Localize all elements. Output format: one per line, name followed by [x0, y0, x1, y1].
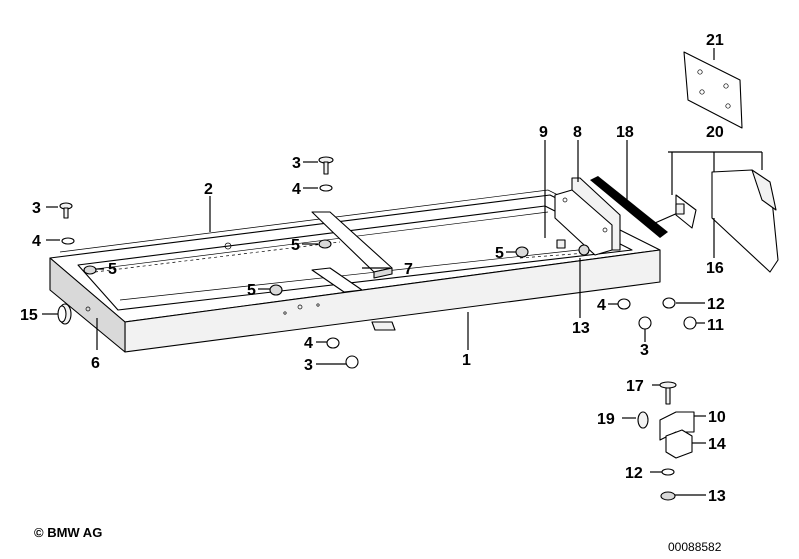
- callout-6: 6: [91, 355, 100, 372]
- cover-plate: [683, 51, 743, 129]
- callout-9: 9: [539, 124, 548, 141]
- seal-strip: [590, 176, 668, 238]
- callout-13-right: 13: [572, 320, 590, 337]
- callout-5-middle: 5: [291, 237, 300, 254]
- callout-3-right: 3: [640, 342, 649, 359]
- bracket-assembly: [637, 381, 695, 501]
- callout-17: 17: [626, 378, 644, 395]
- cross-member: [311, 211, 393, 293]
- diagram-number: 00088582: [668, 540, 722, 554]
- callout-labels: 21 9 8 18 20 3 4 2 3 4 5 16 5 7 5 5 4 12…: [20, 32, 726, 505]
- callout-18: 18: [616, 124, 634, 141]
- callout-3-front: 3: [304, 357, 313, 374]
- callout-16: 16: [706, 260, 724, 277]
- fasteners: [59, 156, 697, 369]
- callout-5-right: 5: [495, 245, 504, 262]
- callout-3-middle: 3: [292, 155, 301, 172]
- callout-7: 7: [404, 261, 413, 278]
- callout-4-middle: 4: [292, 181, 301, 198]
- callout-10: 10: [708, 409, 726, 426]
- callout-4-right: 4: [597, 297, 606, 314]
- copyright-label: © BMW AG: [34, 525, 103, 540]
- callout-3-left: 3: [32, 200, 41, 217]
- callout-5-front: 5: [247, 282, 256, 299]
- leader-lines: [42, 48, 763, 496]
- callout-4-front: 4: [304, 335, 313, 352]
- callout-21: 21: [706, 32, 724, 49]
- callout-12-bottom: 12: [625, 465, 643, 482]
- callout-19: 19: [597, 411, 615, 428]
- callout-13-bottom: 13: [708, 488, 726, 505]
- callout-15: 15: [20, 307, 38, 324]
- side-bracket: [554, 177, 621, 256]
- callout-20: 20: [706, 124, 724, 141]
- callout-8: 8: [573, 124, 582, 141]
- bottom-bracket: [371, 321, 396, 331]
- callout-1: 1: [462, 352, 471, 369]
- callout-12-right: 12: [707, 296, 725, 313]
- callout-2: 2: [204, 181, 213, 198]
- callout-4-left: 4: [32, 233, 41, 250]
- callout-5-left: 5: [108, 261, 117, 278]
- foot: [57, 303, 72, 325]
- callout-11: 11: [707, 317, 724, 334]
- callout-14: 14: [708, 436, 726, 453]
- holder: [654, 169, 779, 273]
- main-frame: [49, 189, 661, 353]
